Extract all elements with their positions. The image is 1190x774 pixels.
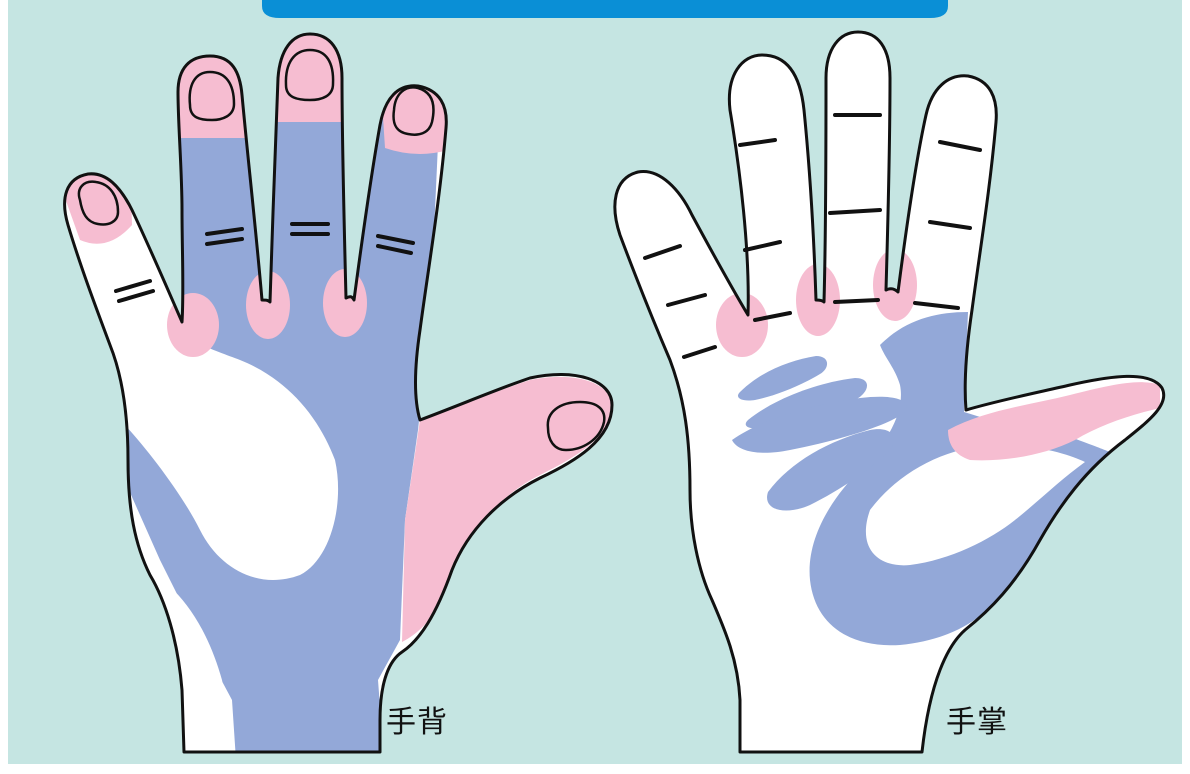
label-hand-palm: 手掌 [946, 708, 1008, 738]
header-banner [262, 0, 948, 18]
label-hand-back: 手背 [386, 708, 448, 738]
